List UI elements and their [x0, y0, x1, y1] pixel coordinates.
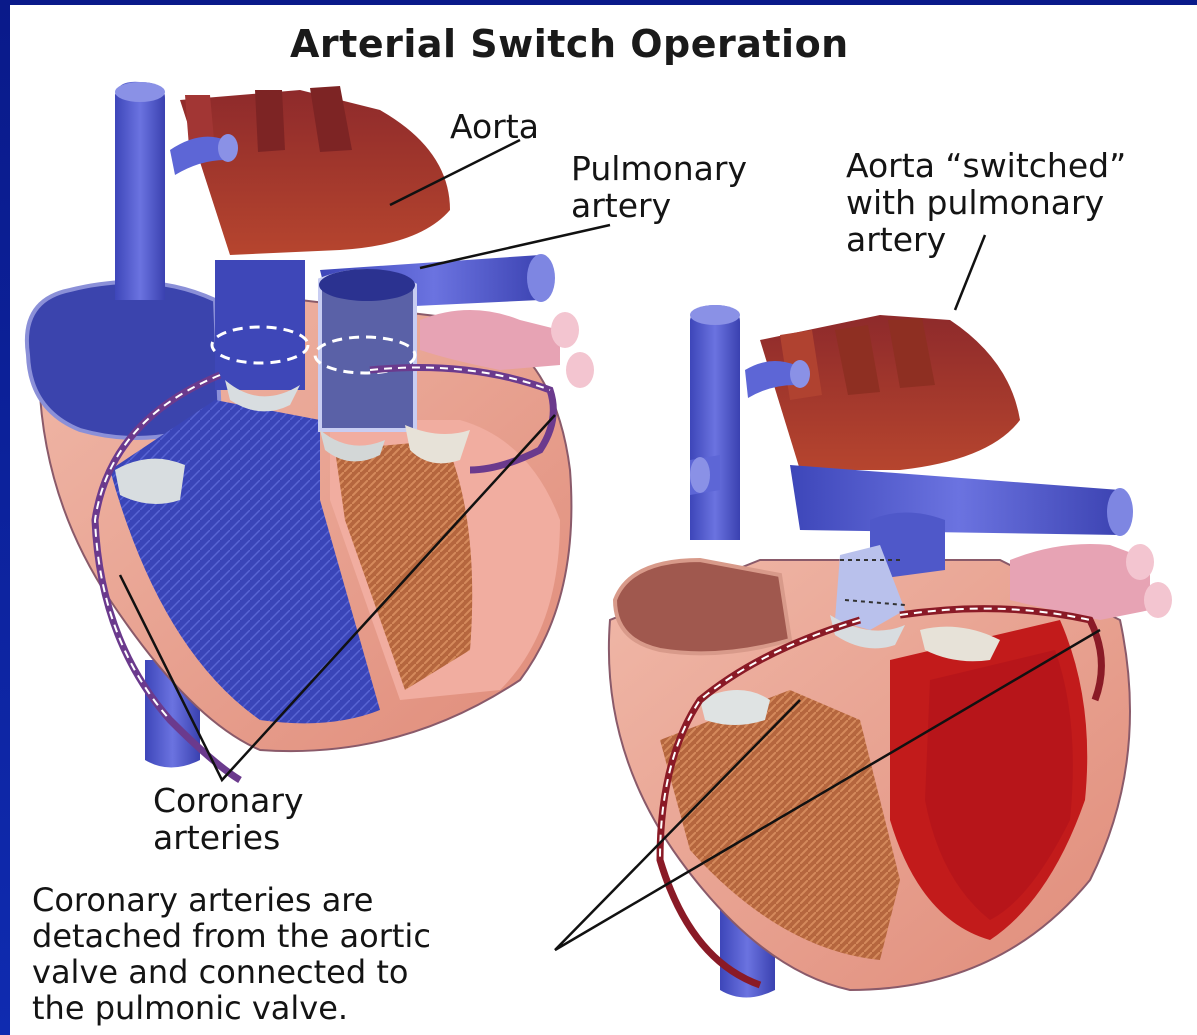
- pulmonary-artery-label: Pulmonary artery: [571, 150, 747, 224]
- left-heart-normal: [27, 82, 594, 780]
- caption-text: Coronary arteries are detached from the …: [32, 882, 552, 1026]
- diagram-title: Arterial Switch Operation: [290, 22, 849, 66]
- aorta-switched-label: Aorta “switched” with pulmonary artery: [846, 147, 1191, 258]
- right-heart-switched: [609, 305, 1172, 998]
- aorta-label: Aorta: [450, 108, 539, 145]
- coronary-arteries-label: Coronary arteries: [153, 782, 304, 856]
